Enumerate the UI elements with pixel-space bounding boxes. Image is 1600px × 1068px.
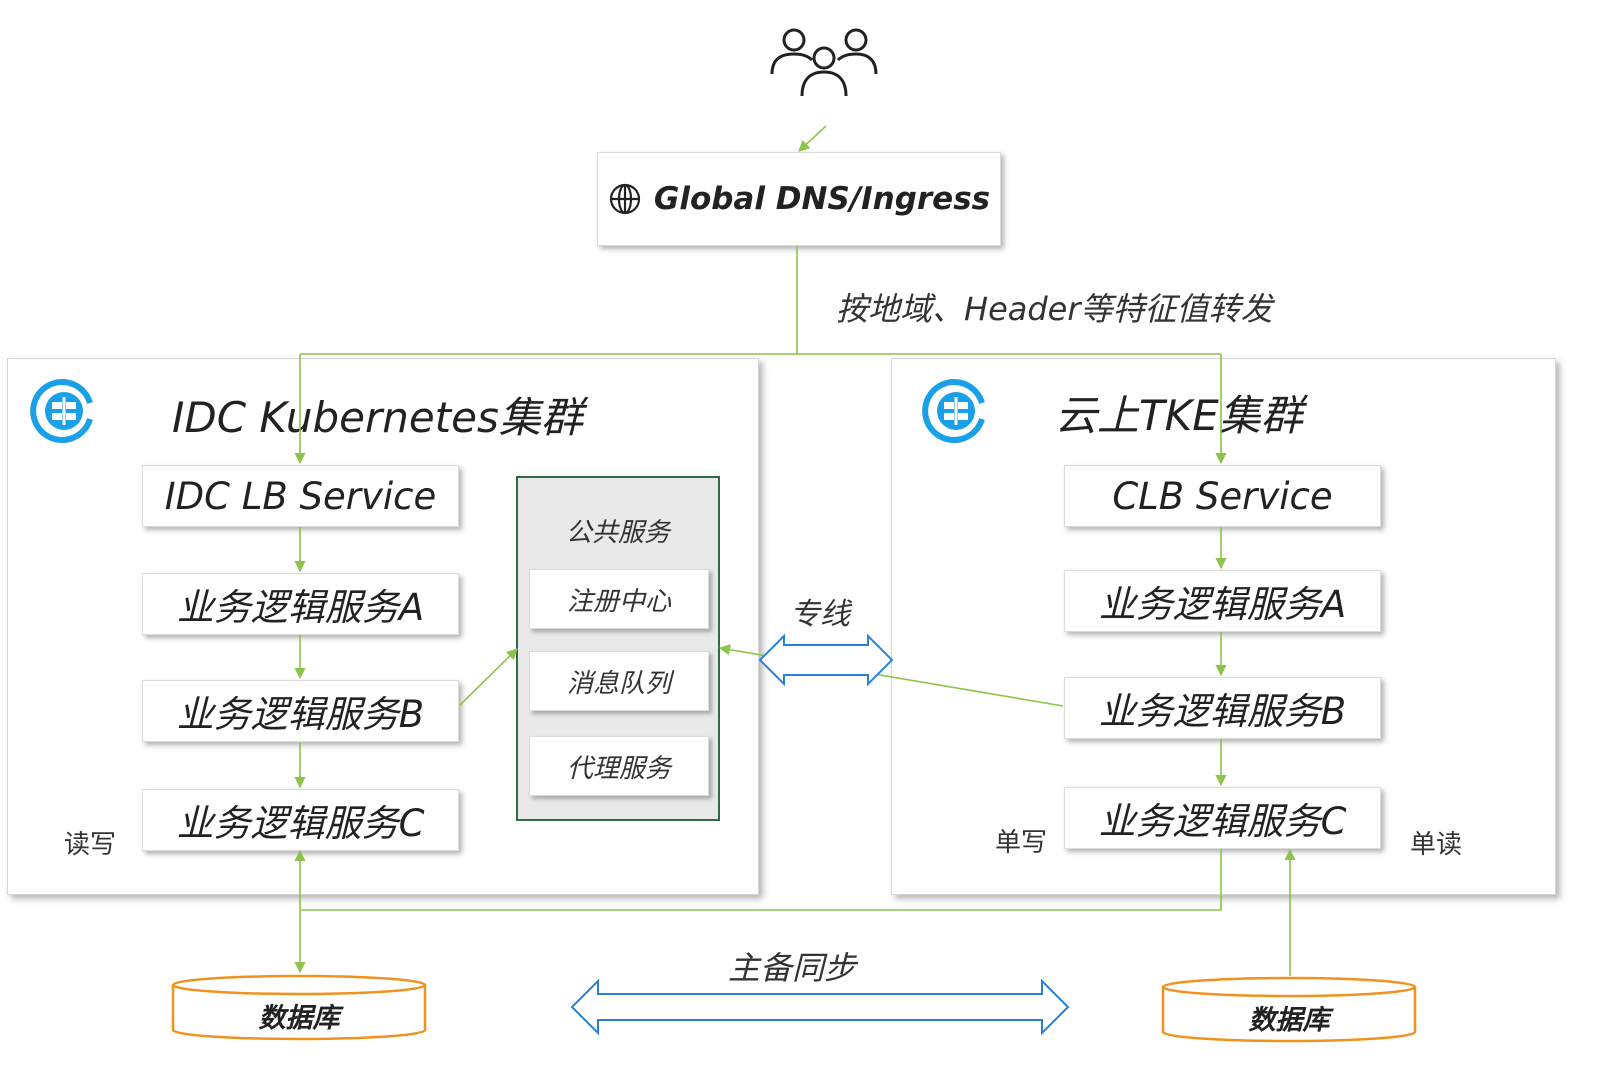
cloud-cluster-title: 云上TKE集群 — [1055, 391, 1303, 440]
message-queue-box: 消息队列 — [529, 651, 709, 711]
dedicated-line-label: 专线 — [790, 597, 850, 632]
cloud-service-b-box: 业务逻辑服务B — [1064, 677, 1381, 739]
database-right-icon — [1161, 976, 1417, 1043]
cloud-service-a-box: 业务逻辑服务A — [1064, 570, 1381, 632]
routing-label: 按地域、Header等特征值转发 — [836, 290, 1273, 328]
cloud-c-to-idc-db-line — [300, 849, 1222, 911]
users-icon — [770, 28, 878, 97]
proxy-service-box: 代理服务 — [529, 736, 709, 796]
cloud-write-label: 单写 — [995, 828, 1048, 858]
idc-cluster-title: IDC Kubernetes集群 — [172, 393, 583, 442]
registry-center-box: 注册中心 — [529, 569, 709, 629]
users-to-dns-arrow — [798, 125, 827, 152]
cloud-read-label: 单读 — [1410, 830, 1463, 860]
dns-label: Global DNS/Ingress — [653, 181, 991, 217]
database-left-label: 数据库 — [258, 1003, 340, 1034]
database-right-label: 数据库 — [1248, 1005, 1330, 1036]
clb-service-box: CLB Service — [1064, 465, 1381, 527]
idc-b-to-public-arrow — [459, 648, 518, 706]
globe-icon — [609, 183, 640, 215]
global-dns-ingress-box: Global DNS/Ingress — [597, 152, 1001, 246]
cloud-cluster-icon — [922, 379, 985, 443]
idc-service-a-box: 业务逻辑服务A — [142, 573, 459, 635]
dns-split-line — [300, 246, 798, 355]
public-services-group: 公共服务 注册中心 消息队列 代理服务 — [516, 476, 720, 821]
idc-lb-service-box: IDC LB Service — [142, 465, 459, 527]
database-left-icon — [171, 974, 427, 1041]
dedicated-line-double-arrow — [758, 633, 894, 687]
idc-cluster-icon — [30, 379, 93, 443]
idc-read-write-label: 读写 — [64, 830, 117, 860]
sync-double-arrow — [570, 978, 1070, 1036]
idc-service-b-box: 业务逻辑服务B — [142, 680, 459, 742]
public-services-title: 公共服务 — [565, 518, 670, 548]
cloud-service-c-box: 业务逻辑服务C — [1064, 787, 1381, 849]
idc-service-c-box: 业务逻辑服务C — [142, 789, 459, 851]
sync-label: 主备同步 — [728, 949, 857, 987]
